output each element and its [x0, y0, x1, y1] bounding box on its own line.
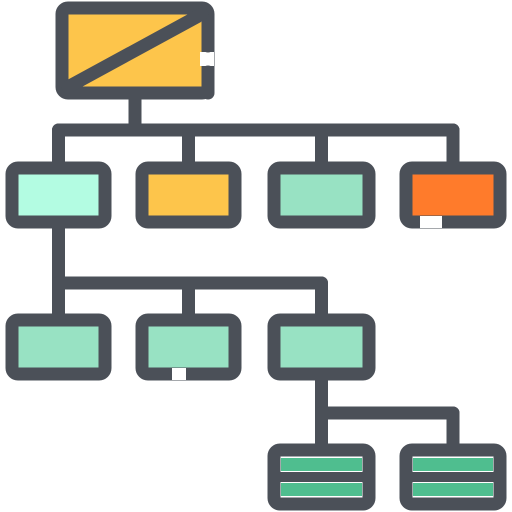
node-l2-b [135, 313, 242, 381]
node-l2-a [5, 313, 112, 381]
node-box [399, 161, 507, 229]
node-boxes [5, 1, 507, 511]
connector-lines [52, 86, 460, 457]
node-box [5, 161, 112, 229]
node-stripe-bottom [413, 483, 493, 496]
node-box [135, 161, 242, 229]
node-l1-d [399, 161, 507, 229]
node-l1-b [135, 161, 242, 229]
node-stripe-top [281, 458, 362, 471]
node-gap-accent [420, 216, 442, 228]
node-diagonal [61, 7, 209, 94]
node-stripe-top [413, 458, 493, 471]
node-gap-accent [200, 52, 214, 66]
node-l3-b [399, 443, 507, 511]
node-box [135, 313, 242, 381]
node-root [55, 1, 215, 100]
node-l1-c [267, 161, 376, 229]
node-box [267, 313, 376, 381]
node-gap-accent [172, 368, 186, 380]
node-box [267, 161, 376, 229]
node-box [5, 313, 112, 381]
node-l2-c [267, 313, 376, 381]
node-l1-a [5, 161, 112, 229]
node-l3-a [267, 443, 376, 511]
node-stripe-bottom [281, 483, 362, 496]
